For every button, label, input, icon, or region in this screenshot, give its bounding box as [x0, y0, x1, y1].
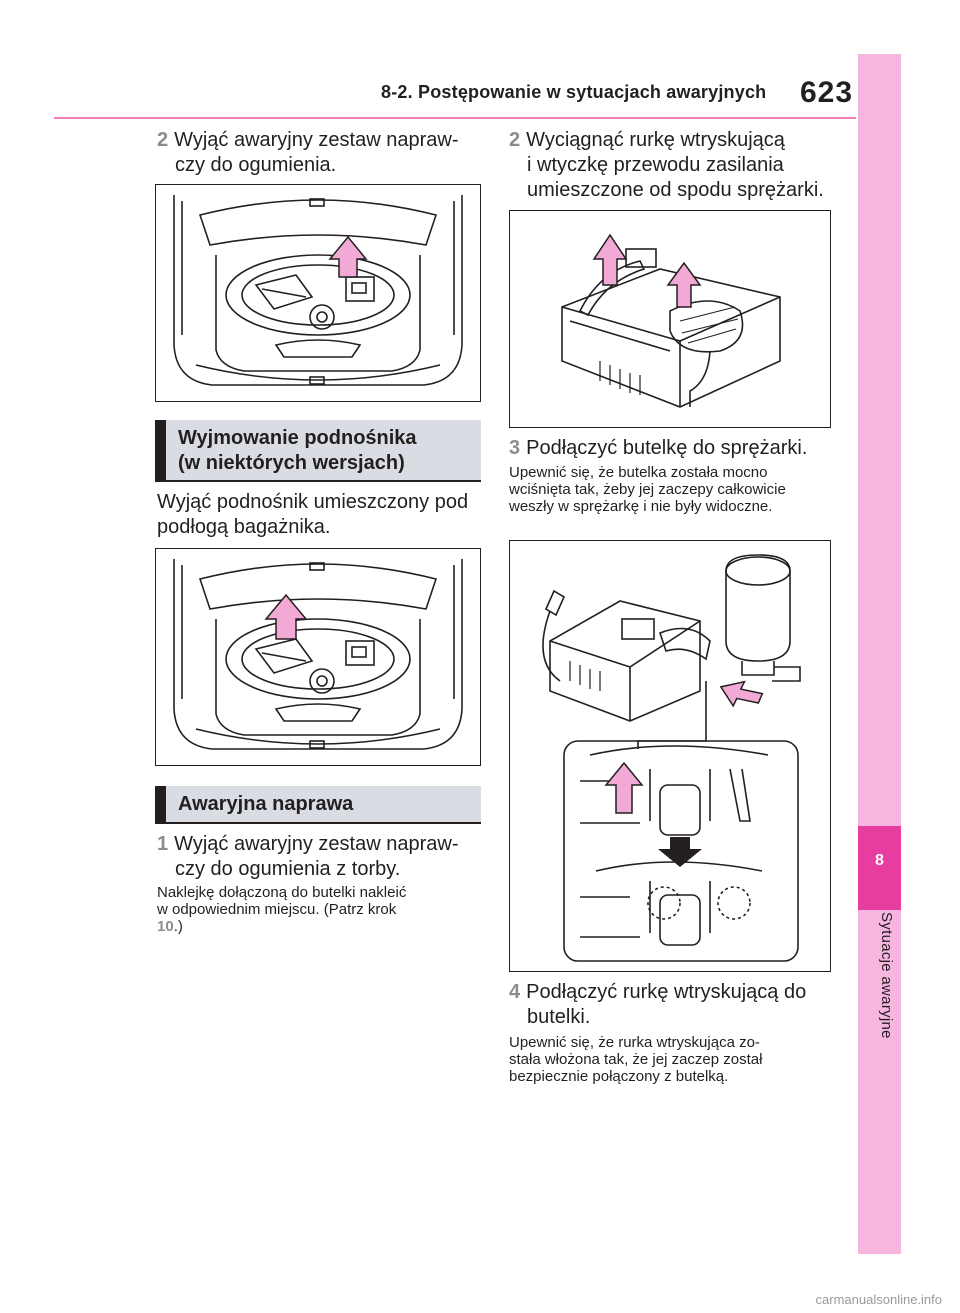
chapter-number-box [858, 826, 901, 910]
trunk-illustration [173, 195, 463, 386]
step-number: 3 [509, 437, 521, 459]
step-text-cont: i wtyczkę przewodu zasilania [527, 154, 784, 176]
chapter-label: Sytuacje awaryjne [878, 912, 895, 1039]
step-text-cont: czy do ogumienia. [175, 154, 337, 176]
note-text: w odpowiednim miejscu. (Patrz krok [157, 901, 397, 918]
section-emergency-repair: Awaryjna naprawa [155, 786, 481, 824]
step-number: 4 [509, 981, 521, 1003]
up-arrow-icon [328, 235, 368, 278]
step-text: Podłączyć rurkę wtryskującą do [526, 981, 807, 1003]
section-jack-removal: Wyjmowanie podnośnika (w niektórych wers… [155, 420, 481, 482]
up-arrow-icon [592, 233, 628, 286]
header-rule [54, 117, 856, 119]
step-number: 1 [157, 833, 169, 855]
right-arrow-icon [719, 680, 764, 708]
note-text: bezpiecznie połączony z butelką. [509, 1068, 729, 1085]
trunk-kit-figure [155, 184, 481, 402]
step-text: Wyjąć awaryjny zestaw napraw- [174, 129, 459, 151]
up-arrow-icon [604, 761, 644, 814]
bottle-connection-figure [509, 540, 831, 972]
page-number: 623 [800, 76, 854, 109]
instruction-text: podłogą bagażnika. [157, 516, 331, 538]
jack-instruction: Wyjąć podnośnik umieszczony pod podłogą … [157, 490, 487, 540]
step-number: 2 [509, 129, 521, 151]
section-title-line: (w niektórych wersjach) [178, 452, 405, 474]
up-arrow-icon [264, 593, 308, 640]
down-arrow-icon [658, 837, 702, 867]
note-text: wciśnięta tak, żeby jej zaczepy całkowic… [509, 481, 786, 498]
trunk-jack-figure [155, 548, 481, 766]
step-text-cont: butelki. [527, 1006, 591, 1028]
right-step-4-note: Upewnić się, że rurka wtryskująca zo- st… [509, 1034, 854, 1085]
step-text: Podłączyć butelkę do sprężarki. [526, 437, 808, 459]
section-title-line: Wyjmowanie podnośnika [178, 427, 417, 449]
note-text: Upewnić się, że butelka została mocno [509, 464, 768, 481]
step-text: Wyjąć awaryjny zestaw napraw- [174, 833, 459, 855]
note-text: .) [173, 918, 183, 935]
watermark: carmanualsonline.info [815, 1292, 942, 1307]
step-number: 2 [157, 129, 169, 151]
section-title: 8-2. Postępowanie w sytuacjach awaryjnyc… [381, 82, 767, 102]
step-text-cont: czy do ogumienia z torby. [175, 858, 401, 880]
right-step-3-note: Upewnić się, że butelka została mocno wc… [509, 464, 854, 515]
note-text: Upewnić się, że rurka wtryskująca zo- [509, 1034, 760, 1051]
step-reference: 10 [157, 918, 174, 935]
bottle-compressor-illustration [542, 554, 801, 962]
trunk-illustration [173, 559, 463, 750]
chapter-tab [858, 54, 901, 1254]
left-step-1-note: Naklejkę dołączoną do butelki nakleić w … [157, 884, 487, 935]
up-arrow-icon [666, 261, 702, 308]
compressor-illustration [561, 233, 781, 408]
instruction-text: Wyjąć podnośnik umieszczony pod [157, 491, 469, 513]
compressor-underside-figure [509, 210, 831, 428]
note-text: stała włożona tak, że jej zaczep został [509, 1051, 763, 1068]
note-text: weszły w sprężarkę i nie były widoczne. [509, 498, 773, 515]
step-text: Wyciągnąć rurkę wtryskującą [526, 129, 785, 151]
step-text-cont: umieszczone od spodu sprężarki. [527, 179, 824, 201]
section-title-line: Awaryjna naprawa [178, 793, 354, 815]
chapter-number: 8 [875, 852, 884, 869]
note-text: Naklejkę dołączoną do butelki nakleić [157, 884, 407, 901]
